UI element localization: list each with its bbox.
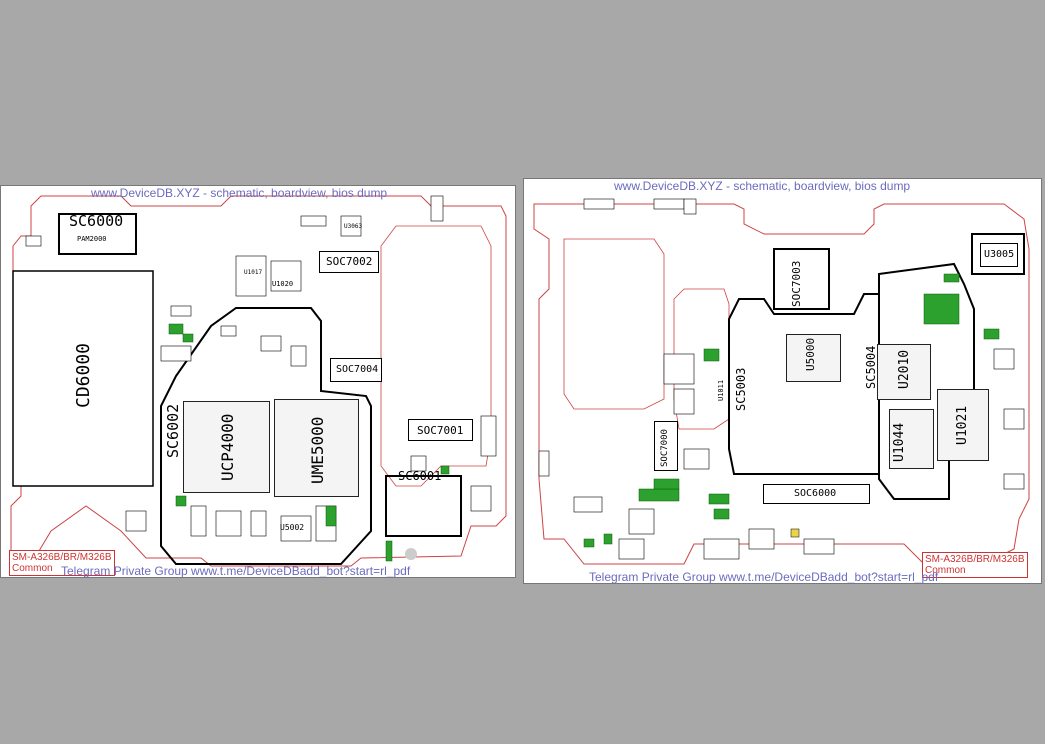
component-soc7002-box: [319, 251, 379, 273]
component-soc7001-box: [408, 419, 473, 441]
component-sc6002: SC6002: [164, 403, 182, 458]
component-u2010: U2010: [897, 349, 912, 389]
model-number-right: SM-A326B/BR/M326B: [925, 554, 1025, 565]
component-sc5003: SC5003: [734, 367, 748, 411]
component-ucp4000: UCP4000: [218, 413, 237, 481]
component-soc7004-box: [330, 358, 382, 382]
board-view-right[interactable]: www.DeviceDB.XYZ - schematic, boardview,…: [523, 178, 1042, 584]
component-sc6000: SC6000: [69, 212, 124, 230]
footer-link-right[interactable]: Telegram Private Group www.t.me/DeviceDB…: [589, 570, 939, 584]
component-ucp4000-chip: [183, 401, 270, 493]
component-u5002: U5002: [280, 523, 305, 532]
component-u3005: U3005: [984, 249, 1015, 260]
model-sub: Common: [12, 563, 53, 574]
component-u5000-chip: [786, 334, 841, 382]
component-u1020: U1020: [272, 280, 294, 288]
component-sc6001: SC6001: [398, 469, 442, 483]
component-soc7001: SOC7001: [417, 424, 464, 437]
component-u1021-chip: [937, 389, 989, 461]
component-u1044-chip: [889, 409, 934, 469]
footer-link-left[interactable]: Telegram Private Group www.t.me/DeviceDB…: [61, 564, 411, 578]
component-u1011: U1011: [717, 379, 725, 401]
component-cd6000: CD6000: [73, 342, 94, 408]
component-u1017: U1017: [244, 269, 263, 276]
component-u2010-chip: [877, 344, 931, 400]
model-label-right: SM-A326B/BR/M326B Common: [922, 552, 1028, 578]
component-u3005-box: [980, 243, 1018, 267]
component-ume5000-chip: [274, 399, 359, 497]
component-pam2000: PAM2000: [77, 235, 107, 243]
model-label: SM-A326B/BR/M326B Common: [9, 550, 115, 576]
component-soc7004: SOC7004: [336, 364, 379, 375]
component-soc6000-box: [763, 484, 870, 504]
component-soc7003: SOC7003: [790, 260, 803, 307]
board-view-left[interactable]: www.DeviceDB.XYZ - schematic, boardview,…: [0, 185, 516, 578]
component-ume5000: UME5000: [308, 416, 327, 484]
header-link[interactable]: www.DeviceDB.XYZ - schematic, boardview,…: [91, 186, 388, 200]
component-sc5004: SC5004: [864, 345, 878, 389]
component-u3063: U3063: [344, 223, 363, 230]
header-link-right[interactable]: www.DeviceDB.XYZ - schematic, boardview,…: [614, 179, 911, 193]
component-u1044: U1044: [892, 422, 907, 462]
component-u1021: U1021: [955, 405, 970, 445]
board-outline-right: [533, 198, 1030, 565]
component-u5000: U5000: [804, 337, 817, 371]
component-soc7002: SOC7002: [326, 255, 373, 268]
board-outline-left: [10, 195, 507, 567]
component-soc7000: SOC7000: [660, 429, 670, 467]
component-soc7000-box: [654, 421, 678, 471]
model-sub-right: Common: [925, 565, 966, 576]
component-soc6000: SOC6000: [794, 488, 837, 499]
model-number: SM-A326B/BR/M326B: [12, 552, 112, 563]
